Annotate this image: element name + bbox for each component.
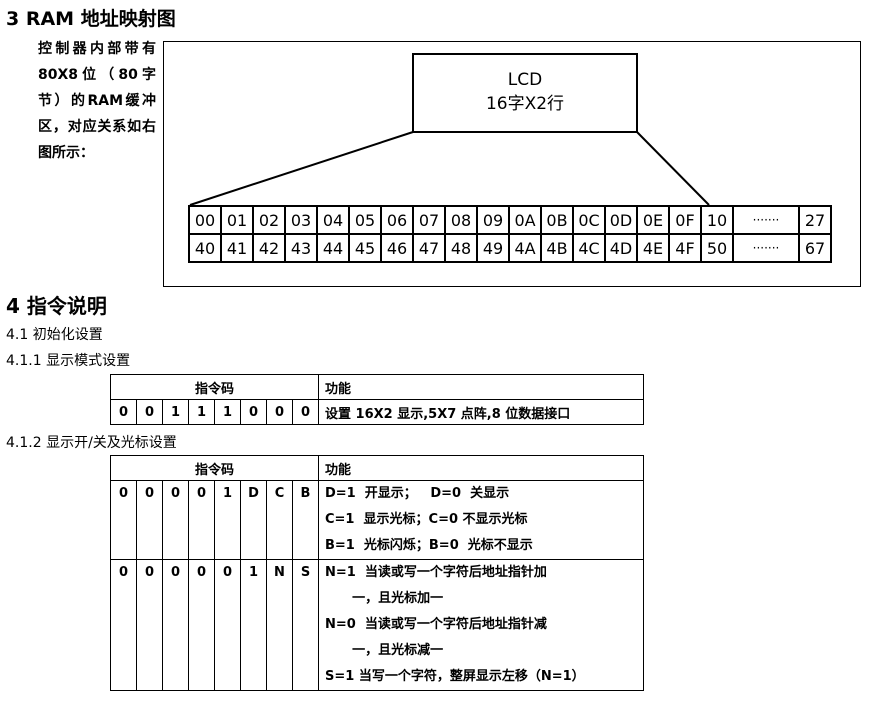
ram-cell: 10 [700,205,734,235]
ram-cell: ······· [732,205,800,235]
ram-cell: 40 [188,233,222,263]
ram-cell: 05 [348,205,382,235]
instruction-bit: 0 [136,559,163,691]
instruction-bit: 0 [188,480,215,560]
section-4-title: 4 指令说明 [6,294,107,318]
instruction-bit: 0 [110,399,137,425]
instruction-bit: 0 [188,559,215,691]
instruction-bit: 0 [162,480,189,560]
ram-cell: 47 [412,233,446,263]
ram-cell: 02 [252,205,286,235]
instruction-bit: 0 [136,480,163,560]
instruction-bit: 1 [214,480,241,560]
function-description: N=1 当读或写一个字符后地址指针加 一，且光标加一 N=0 当读或写一个字符后地… [318,559,644,691]
lcd-box: LCD 16字X2行 [412,53,638,133]
ram-cell: 07 [412,205,446,235]
ram-cell: 48 [444,233,478,263]
ram-diagram-frame [163,41,861,287]
ram-cell: 46 [380,233,414,263]
ram-cell: 01 [220,205,254,235]
table2-header-function: 功能 [318,455,644,481]
ram-cell: 0E [636,205,670,235]
ram-cell: 04 [316,205,350,235]
instruction-bit: 1 [240,559,267,691]
ram-cell: 50 [700,233,734,263]
instruction-bit: 0 [240,399,267,425]
table1-header-function: 功能 [318,374,644,400]
ram-cell: 4A [508,233,542,263]
function-line: N=0 当读或写一个字符后地址指针减 [325,617,547,632]
ram-cell: 49 [476,233,510,263]
ram-cell: 44 [316,233,350,263]
instruction-bit: 0 [136,399,163,425]
function-line: C=1 显示光标；C=0 不显示光标 [325,512,528,527]
ram-cell: 03 [284,205,318,235]
lcd-size-label: 16字X2行 [485,94,565,114]
instruction-bit: 1 [188,399,215,425]
instruction-bit: 1 [214,399,241,425]
section-4-1-2-title: 4.1.2 显示开/关及光标设置 [6,435,177,451]
ram-cell: 4F [668,233,702,263]
lcd-label: LCD [507,70,543,90]
instruction-bit: C [266,480,293,560]
instruction-bit: D [240,480,267,560]
instruction-bit: N [266,559,293,691]
ram-cell: 0D [604,205,638,235]
ram-cell: ······· [732,233,800,263]
table2-header-code: 指令码 [110,455,319,481]
table1-header-code: 指令码 [110,374,319,400]
function-description: D=1 开显示； D=0 关显示 C=1 显示光标；C=0 不显示光标 B=1 光标… [318,480,644,560]
ram-cell: 4D [604,233,638,263]
function-line: 一，且光标加一 [325,591,444,606]
ram-cell: 08 [444,205,478,235]
function-line: D=1 开显示； D=0 关显示 [325,486,510,501]
ram-cell: 0C [572,205,606,235]
function-line: S=1 当写一个字符，整屏显示左移（N=1） [325,669,585,684]
instruction-bit: B [292,480,319,560]
ram-cell: 41 [220,233,254,263]
table1-function: 设置 16X2 显示,5X7 点阵,8 位数据接口 [318,399,644,425]
instruction-bit: 0 [110,559,137,691]
section-4-1-1-title: 4.1.1 显示模式设置 [6,353,131,369]
instruction-bit: 0 [292,399,319,425]
instruction-bit: 1 [162,399,189,425]
instruction-bit: 0 [110,480,137,560]
intro-text: 控制器内部带有80X8位（80字节）的RAM缓冲区，对应关系如右图所示： [38,41,156,161]
ram-cell: 67 [798,233,832,263]
ram-cell: 06 [380,205,414,235]
ram-cell: 4B [540,233,574,263]
ram-cell: 00 [188,205,222,235]
ram-cell: 09 [476,205,510,235]
ram-cell: 27 [798,205,832,235]
instruction-bit: 0 [214,559,241,691]
ram-cell: 0F [668,205,702,235]
instruction-bit: S [292,559,319,691]
ram-cell: 4E [636,233,670,263]
instruction-bit: 0 [266,399,293,425]
section-3-title: 3 RAM 地址映射图 [6,8,176,30]
ram-cell: 0B [540,205,574,235]
ram-cell: 43 [284,233,318,263]
ram-cell: 45 [348,233,382,263]
function-line: B=1 光标闪烁；B=0 光标不显示 [325,538,533,553]
function-line: 一，且光标减一 [325,643,444,658]
ram-cell: 42 [252,233,286,263]
ram-cell: 0A [508,205,542,235]
function-line: N=1 当读或写一个字符后地址指针加 [325,565,547,580]
section-4-1-title: 4.1 初始化设置 [6,327,103,343]
ram-cell: 4C [572,233,606,263]
instruction-bit: 0 [162,559,189,691]
